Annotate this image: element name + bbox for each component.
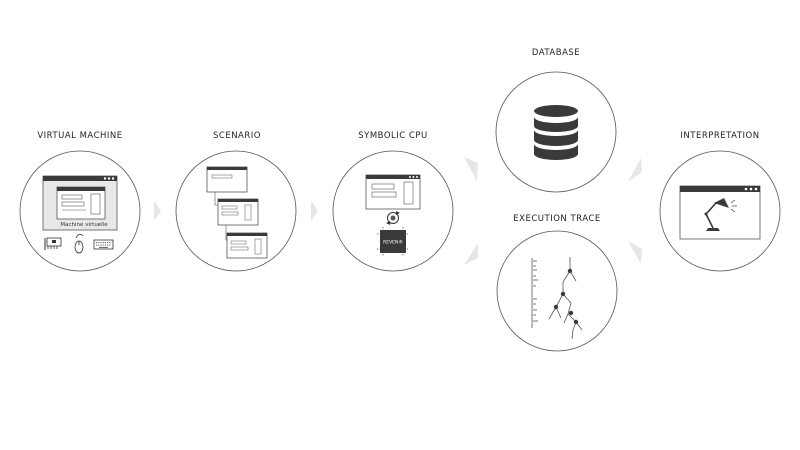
- arrow-cpu-to-trace: [464, 243, 478, 265]
- stage-title-interpretation: INTERPRETATION: [680, 131, 760, 141]
- arrow-vm-to-scenario: [154, 201, 161, 221]
- stage-title-scenario: SCENARIO: [213, 131, 261, 141]
- stage-circle-execution-trace: [496, 230, 618, 352]
- scenario-window-3: [226, 232, 268, 259]
- network-card-icon: [44, 237, 62, 250]
- arrow-database-to-interpretation: [628, 158, 642, 182]
- scenario-connector-1: [214, 192, 218, 206]
- trace-nodes: [553, 268, 579, 325]
- arrow-cpu-to-database: [464, 157, 478, 181]
- desk-lamp-icon: [704, 198, 737, 231]
- cpu-chip-label: REVEN®: [383, 239, 403, 246]
- mouse-icon: [74, 234, 84, 254]
- cpu-window: [365, 174, 421, 210]
- vm-inner-label: Machine virtuelle: [60, 222, 108, 228]
- scenario-window-1: [206, 166, 248, 193]
- trace-tree-icon: [531, 257, 583, 340]
- stage-circle-symbolic-cpu: [332, 150, 454, 272]
- arrow-scenario-to-cpu: [311, 201, 318, 221]
- keyboard-icon: [93, 239, 114, 250]
- interpretation-window-icon: [679, 185, 761, 240]
- stage-title-database: DATABASE: [531, 48, 581, 58]
- arrow-trace-to-interpretation: [628, 241, 642, 264]
- scenario-window-2: [217, 198, 259, 226]
- sync-icon: [386, 211, 400, 225]
- database-icon: [534, 105, 578, 160]
- cpu-chip-icon: [377, 227, 409, 256]
- stage-title-execution-trace: EXECUTION TRACE: [513, 214, 601, 224]
- stage-title-symbolic-cpu: SYMBOLIC CPU: [358, 131, 428, 141]
- vm-monitor-icon: [42, 175, 118, 231]
- stage-title-virtual-machine: VIRTUAL MACHINE: [37, 131, 123, 141]
